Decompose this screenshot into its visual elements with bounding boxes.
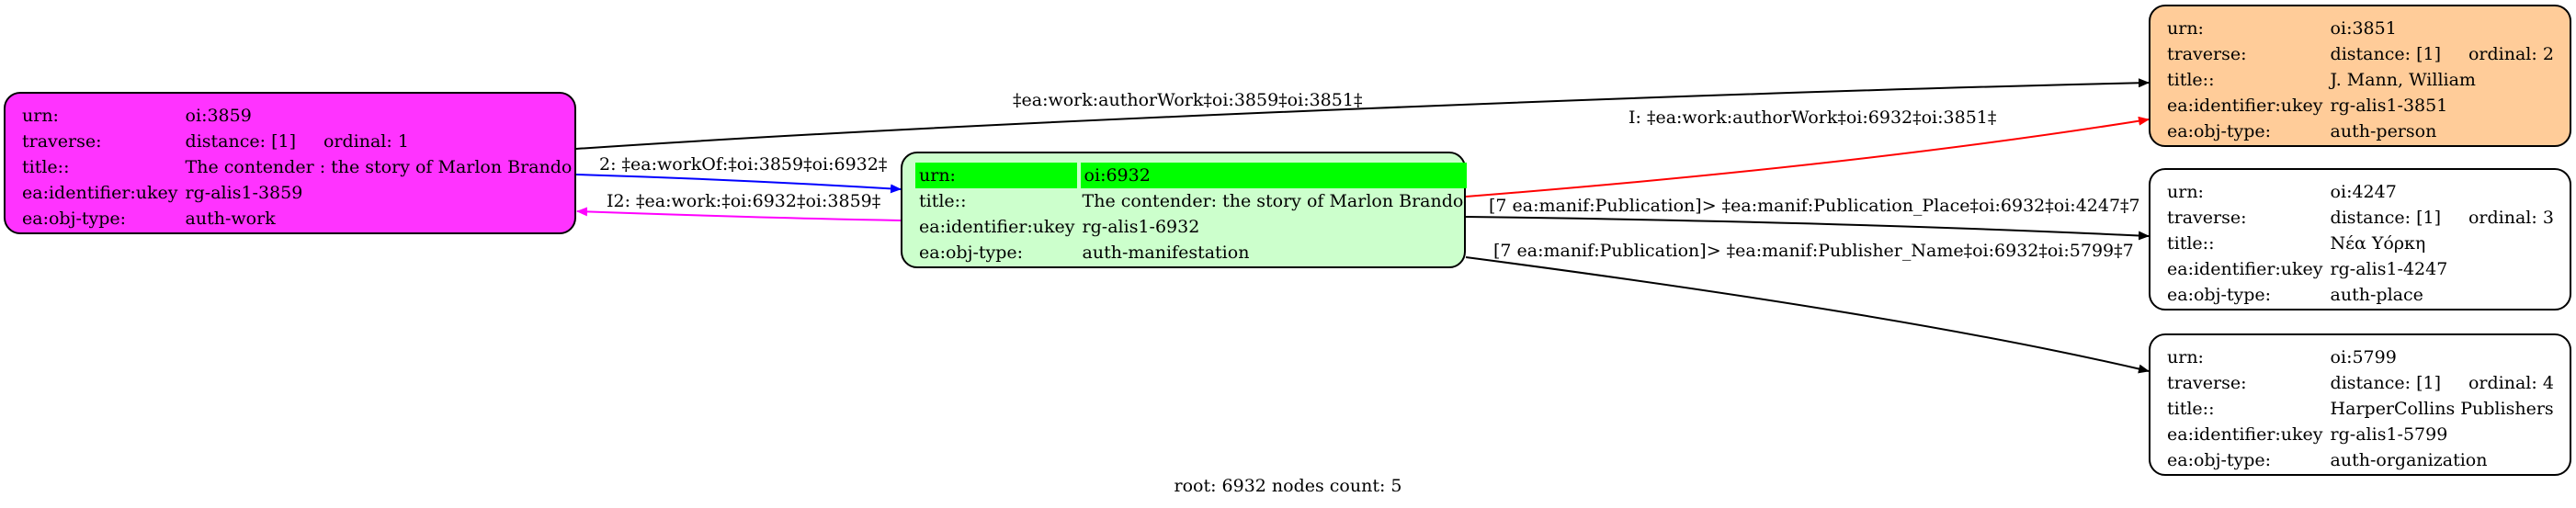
value-urn: oi:5799 xyxy=(2330,347,2397,367)
value-urn: oi:3859 xyxy=(185,106,252,126)
key-ukey: ea:identifier:ukey xyxy=(2167,96,2323,116)
edge-3859-to-6932 xyxy=(575,174,902,194)
value-ordinal: ordinal: 4 xyxy=(2468,373,2554,393)
node-properties: urn: oi:5799 traverse: distance: [1] ordina… xyxy=(2163,344,2558,473)
key-title: title:: xyxy=(2167,70,2215,90)
key-traverse: traverse: xyxy=(2167,373,2247,393)
edge-label-6932-to-5799: [7 ea:manif:Publication]> ‡ea:manif:Publ… xyxy=(1493,241,2134,261)
value-ordinal: ordinal: 2 xyxy=(2468,44,2554,64)
edge-label-3859-to-6932: 2: ‡ea:workOf:‡oi:3859‡oi:6932‡ xyxy=(599,154,888,175)
edge-6932-to-4247 xyxy=(1465,216,2150,241)
edge-6932-to-3859 xyxy=(576,207,902,221)
edge-3859-to-3851 xyxy=(575,78,2150,150)
key-urn: urn: xyxy=(2167,18,2204,39)
key-ukey: ea:identifier:ukey xyxy=(2167,424,2323,445)
key-obj-type: ea:obj-type: xyxy=(2167,450,2272,470)
key-title: title:: xyxy=(2167,399,2215,419)
value-title: HarperCollins Publishers xyxy=(2330,399,2554,419)
key-urn: urn: xyxy=(915,163,1081,188)
value-title: J. Mann, William xyxy=(2330,70,2476,90)
value-obj-type: auth-work xyxy=(185,209,276,229)
key-traverse: traverse: xyxy=(2167,208,2247,228)
edge-6932-to-5799 xyxy=(1465,256,2150,374)
node-auth-manifestation-6932[interactable]: urn:oi:6932 title::The contender: the st… xyxy=(901,152,1468,268)
edge-label-3859-to-3851: ‡ea:work:authorWork‡oi:3859‡oi:3851‡ xyxy=(1013,90,1363,110)
key-ukey: ea:identifier:ukey xyxy=(919,217,1075,237)
value-urn: oi:6932 xyxy=(1078,163,1468,188)
key-urn: urn: xyxy=(2167,347,2204,367)
key-ukey: ea:identifier:ukey xyxy=(2167,259,2323,279)
key-title: title:: xyxy=(2167,233,2215,254)
key-title: title:: xyxy=(22,157,70,177)
key-title: title:: xyxy=(919,191,967,211)
edge-label-6932-to-3859: I2: ‡ea:work:‡oi:6932‡oi:3859‡ xyxy=(607,191,881,211)
value-urn: oi:3851 xyxy=(2330,18,2397,39)
edge-6932-to-3851 xyxy=(1465,116,2150,198)
value-distance: distance: [1] xyxy=(2330,208,2441,228)
value-ukey: rg-alis1-3859 xyxy=(185,183,303,203)
node-auth-person-3851[interactable]: urn: oi:3851 traverse: distance: [1] ordina… xyxy=(2149,5,2571,147)
value-obj-type: auth-place xyxy=(2330,285,2423,305)
key-traverse: traverse: xyxy=(22,131,102,152)
value-distance: distance: [1] xyxy=(2330,44,2441,64)
key-obj-type: ea:obj-type: xyxy=(22,209,127,229)
node-auth-place-4247[interactable]: urn: oi:4247 traverse: distance: [1] ordina… xyxy=(2149,168,2571,310)
key-obj-type: ea:obj-type: xyxy=(2167,285,2272,305)
value-title: The contender : the story of Marlon Bran… xyxy=(185,157,573,177)
value-obj-type: auth-manifestation xyxy=(1082,243,1250,263)
key-urn: urn: xyxy=(2167,182,2204,202)
edge-label-6932-to-4247: [7 ea:manif:Publication]> ‡ea:manif:Publ… xyxy=(1489,196,2140,216)
value-ukey: rg-alis1-5799 xyxy=(2330,424,2448,445)
value-ordinal: ordinal: 1 xyxy=(323,131,409,152)
value-title: Νέα Υόρκη xyxy=(2330,233,2426,254)
node-properties: urn: oi:4247 traverse: distance: [1] ordina… xyxy=(2163,179,2558,308)
value-ukey: rg-alis1-3851 xyxy=(2330,96,2448,116)
key-obj-type: ea:obj-type: xyxy=(2167,121,2272,141)
node-properties: urn: oi:3851 traverse: distance: [1] ordina… xyxy=(2163,16,2558,144)
graph-caption: root: 6932 nodes count: 5 xyxy=(1174,476,1402,496)
node-properties: urn: oi:3859 traverse: distance: [1] ordina… xyxy=(18,103,575,231)
edge-label-6932-to-3851: I: ‡ea:work:authorWork‡oi:6932‡oi:3851‡ xyxy=(1628,107,1997,128)
key-ukey: ea:identifier:ukey xyxy=(22,183,178,203)
value-title: The contender: the story of Marlon Brand… xyxy=(1082,191,1464,211)
value-obj-type: auth-person xyxy=(2330,121,2437,141)
key-urn: urn: xyxy=(22,106,59,126)
value-distance: distance: [1] xyxy=(2330,373,2441,393)
value-obj-type: auth-organization xyxy=(2330,450,2488,470)
value-ukey: rg-alis1-4247 xyxy=(2330,259,2448,279)
node-properties: urn:oi:6932 title::The contender: the st… xyxy=(915,163,1468,265)
value-ordinal: ordinal: 3 xyxy=(2468,208,2554,228)
value-distance: distance: [1] xyxy=(185,131,296,152)
value-urn: oi:4247 xyxy=(2330,182,2397,202)
key-obj-type: ea:obj-type: xyxy=(919,243,1024,263)
key-traverse: traverse: xyxy=(2167,44,2247,64)
node-auth-organization-5799[interactable]: urn: oi:5799 traverse: distance: [1] ordina… xyxy=(2149,333,2571,476)
node-auth-work-3859[interactable]: urn: oi:3859 traverse: distance: [1] ordina… xyxy=(4,92,576,234)
value-ukey: rg-alis1-6932 xyxy=(1082,217,1200,237)
